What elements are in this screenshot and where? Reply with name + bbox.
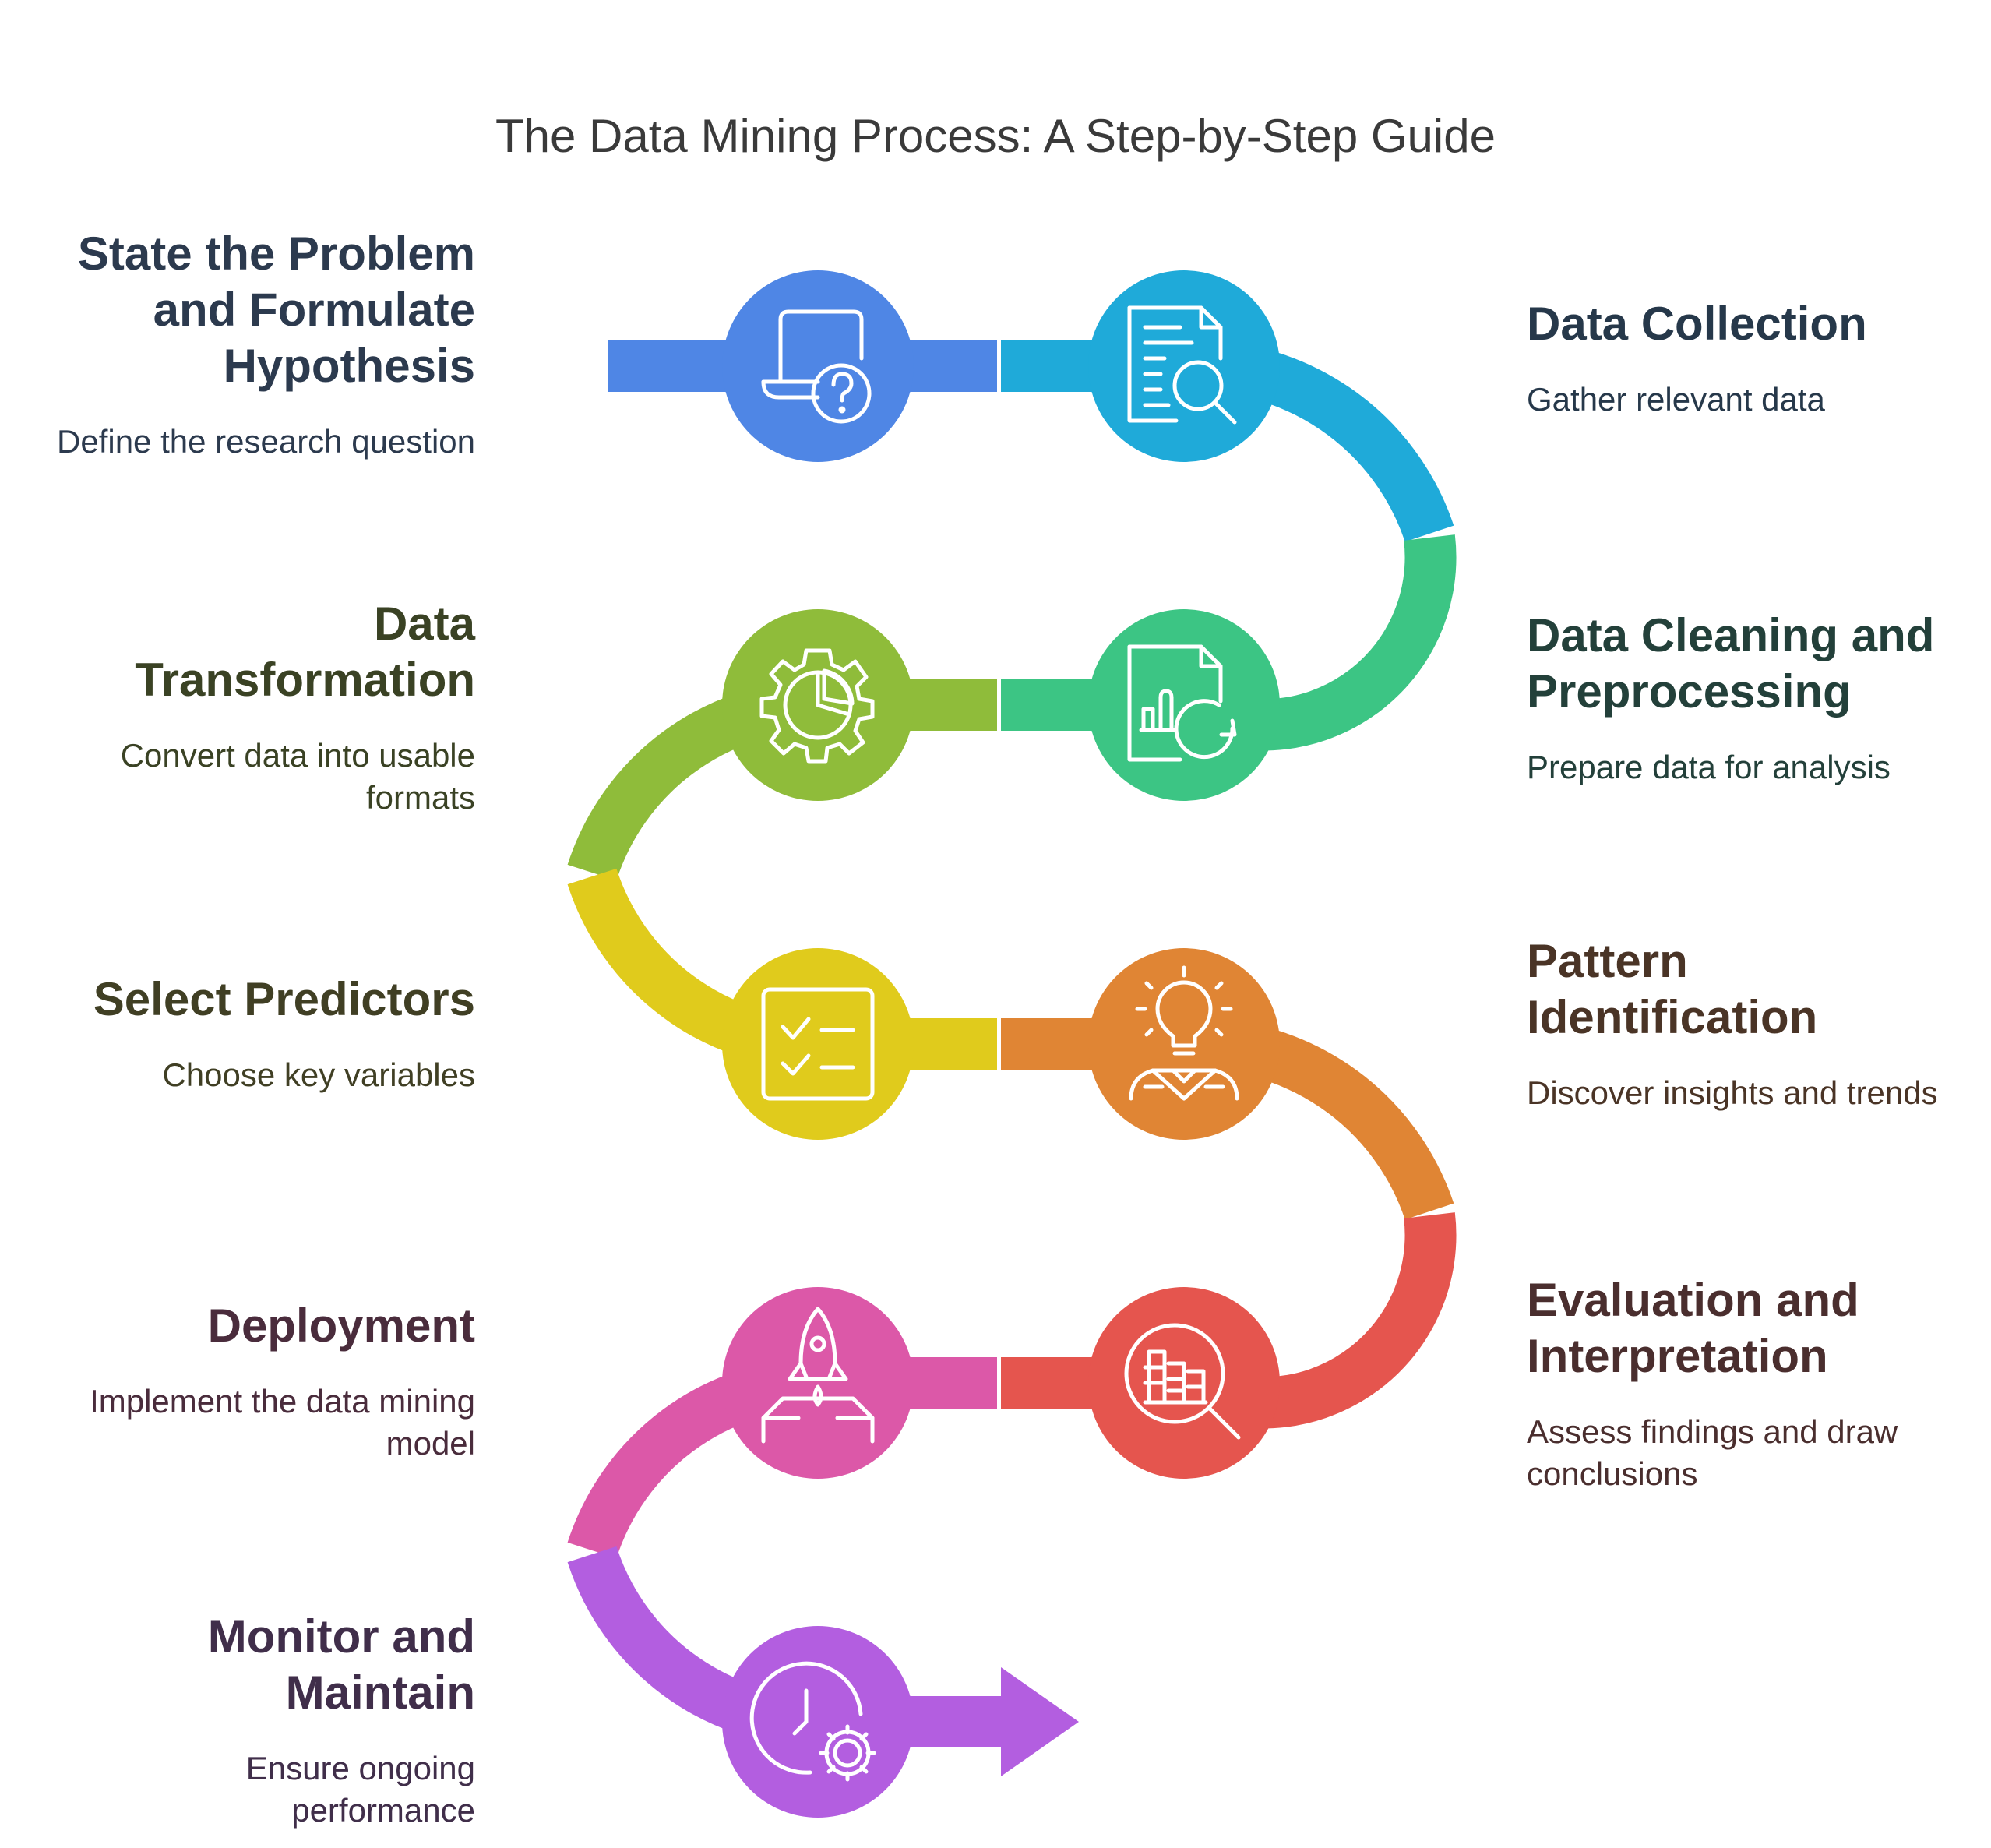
laptop-question-icon	[761, 309, 872, 424]
rocket-launch-icon	[761, 1307, 875, 1444]
step-9-block: Monitor and Maintain Ensure ongoing perf…	[55, 1609, 475, 1832]
clock-gear-icon	[749, 1661, 876, 1782]
step-description: Convert data into usable formats	[120, 737, 475, 816]
step-3-block: Data Cleaning and Preprocessing Prepare …	[1527, 608, 1963, 788]
step-description: Implement the data mining model	[90, 1383, 475, 1462]
step-title: Data Transformation	[135, 598, 475, 706]
magnifier-chart-icon	[1124, 1323, 1241, 1440]
step-description: Discover insights and trends	[1527, 1074, 1938, 1111]
step-title: Data Cleaning and Preprocessing	[1527, 609, 1935, 718]
page-title: The Data Mining Process: A Step-by-Step …	[495, 110, 1496, 162]
step-title: Pattern Identification	[1527, 935, 1818, 1043]
step-title: Select Predictors	[93, 973, 475, 1025]
step-7-block: Evaluation and Interpretation Assess fin…	[1527, 1272, 1963, 1495]
step-5-block: Select Predictors Choose key variables	[55, 972, 475, 1096]
step-4-block: Data Transformation Convert data into us…	[55, 596, 475, 819]
step-title: Evaluation and Interpretation	[1527, 1274, 1859, 1382]
step-title: State the Problem and Formulate Hypothes…	[77, 227, 475, 392]
step-description: Ensure ongoing performance	[245, 1750, 475, 1829]
step-description: Prepare data for analysis	[1527, 749, 1891, 785]
checklist-icon	[761, 987, 875, 1101]
step-circle-8	[722, 1287, 914, 1479]
step-circle-3	[1088, 609, 1280, 801]
step-title: Deployment	[207, 1300, 475, 1352]
step-description: Assess findings and draw conclusions	[1527, 1413, 1898, 1492]
document-refresh-icon	[1127, 644, 1237, 762]
document-search-icon	[1127, 305, 1237, 425]
arrow-head	[1001, 1667, 1079, 1776]
step-6-block: Pattern Identification Discover insights…	[1527, 933, 1963, 1114]
step-title: Data Collection	[1527, 298, 1867, 350]
step-title: Monitor and Maintain	[207, 1610, 475, 1719]
step-description: Define the research question	[57, 423, 475, 460]
gear-pie-chart-icon	[759, 648, 875, 764]
step-circle-5	[722, 948, 914, 1140]
step-description: Choose key variables	[162, 1056, 475, 1093]
lightbulb-person-icon	[1129, 965, 1239, 1101]
step-description: Gather relevant data	[1527, 381, 1825, 418]
step-8-block: Deployment Implement the data mining mod…	[55, 1298, 475, 1465]
step-circle-1	[722, 270, 914, 462]
step-2-block: Data Collection Gather relevant data	[1527, 296, 1963, 421]
step-1-block: State the Problem and Formulate Hypothes…	[55, 226, 475, 463]
